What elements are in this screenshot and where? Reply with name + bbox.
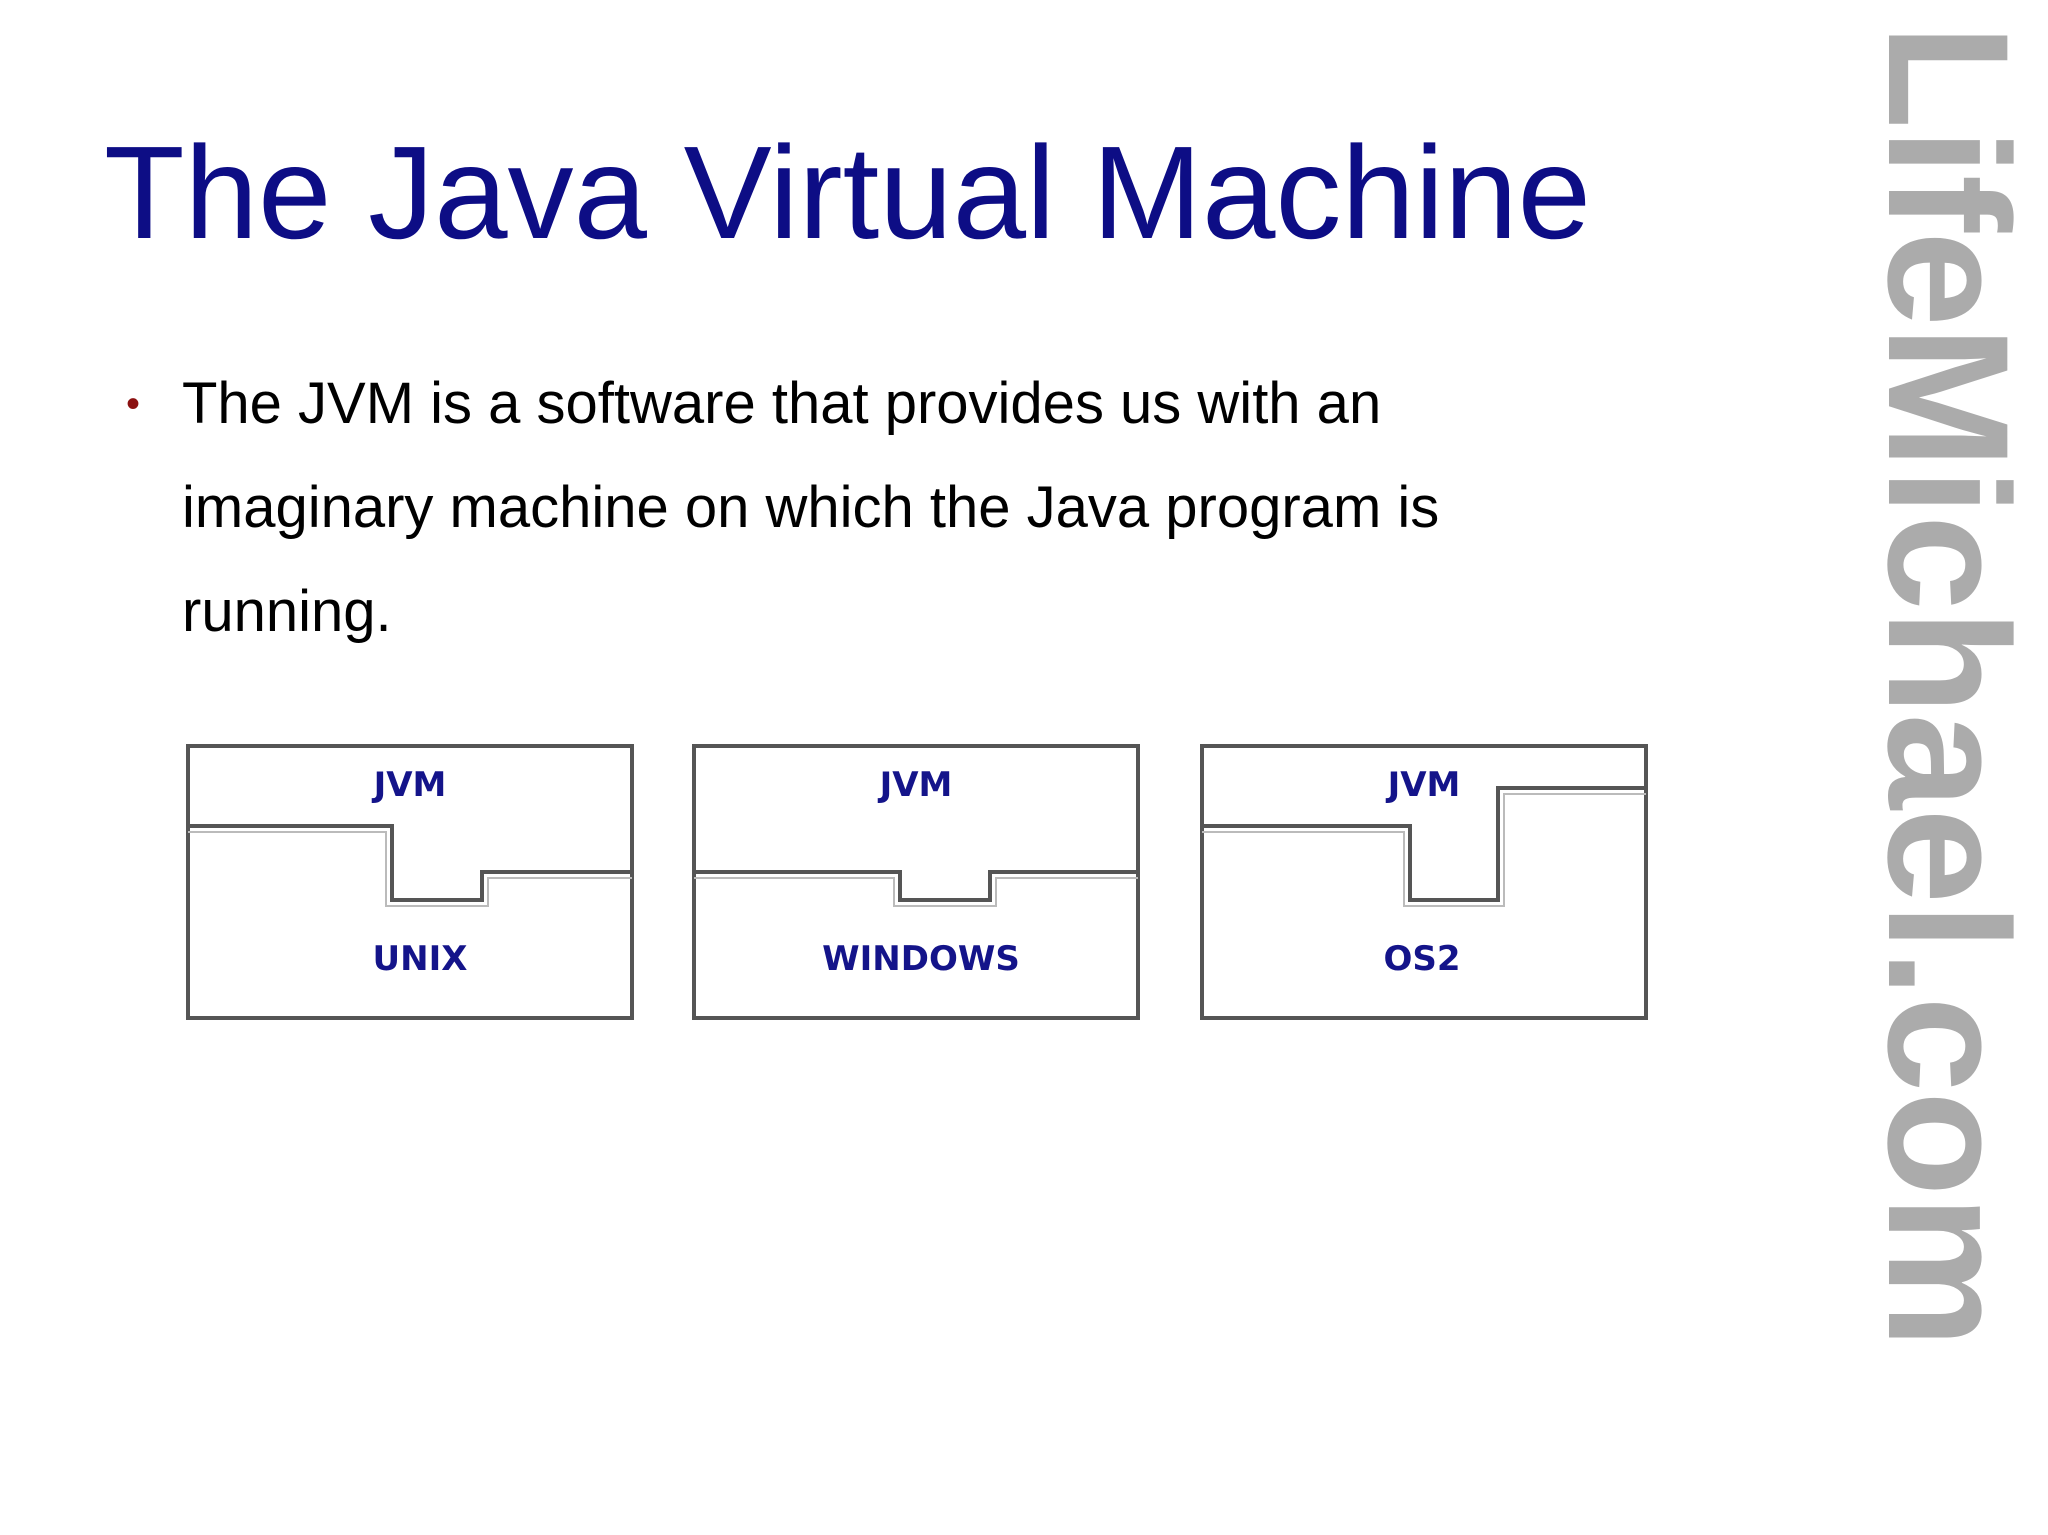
watermark-text: LifeMichael.com — [1878, 24, 2018, 1348]
jvm-platform-diagram: JVM UNIX JVM WINDOWS JVM OS2 — [186, 744, 1648, 1020]
jvm-label: JVM — [878, 765, 953, 805]
os-label: UNIX — [373, 939, 468, 979]
bullet-item: • The JVM is a software that provides us… — [126, 352, 1626, 664]
bullet-dot-icon: • — [126, 382, 141, 426]
watermark: LifeMichael.com — [1878, 24, 2018, 1514]
jvm-label: JVM — [372, 765, 447, 805]
os-label: OS2 — [1383, 939, 1460, 979]
diagram-panel-unix: JVM UNIX — [186, 744, 634, 1020]
bullet-list: • The JVM is a software that provides us… — [126, 352, 1626, 664]
os-label: WINDOWS — [822, 939, 1020, 979]
slide-title: The Java Virtual Machine — [104, 119, 1591, 266]
bullet-text: The JVM is a software that provides us w… — [182, 371, 1440, 644]
diagram-panel-os2: JVM OS2 — [1200, 744, 1648, 1020]
diagram-panel-windows: JVM WINDOWS — [692, 744, 1140, 1020]
jvm-label: JVM — [1386, 765, 1461, 805]
